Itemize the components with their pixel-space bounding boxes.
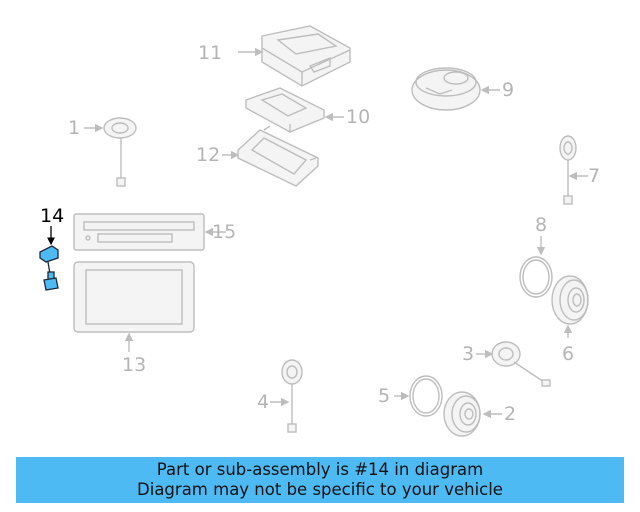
part-12-tray[interactable] [222,125,319,187]
part-15-radio[interactable] [73,213,226,251]
part-5-gasket[interactable] [394,375,443,417]
callout-14: 14 [40,205,65,227]
part-9-subwoofer[interactable] [411,67,500,111]
banner-line-2: Diagram may not be specific to your vehi… [137,480,503,499]
part-10-bracket[interactable] [245,87,344,133]
callout-11: 11 [198,42,223,64]
callout-5: 5 [378,385,391,407]
info-banner: Part or sub-assembly is #14 in diagram D… [16,457,624,503]
callout-12: 12 [196,144,221,166]
part-11-module[interactable] [238,25,351,87]
part-14-harness[interactable] [39,226,59,291]
part-4-tweeter[interactable] [270,359,303,433]
part-13-display[interactable] [73,261,195,352]
callout-7: 7 [588,165,601,187]
callout-15: 15 [212,221,237,243]
callout-2: 2 [504,403,517,425]
callout-1: 1 [68,117,81,139]
callout-10: 10 [346,106,371,128]
callout-8: 8 [535,214,548,236]
callout-9: 9 [502,79,515,101]
part-8-gasket[interactable] [519,236,553,298]
part-3-speaker[interactable] [476,341,551,387]
callout-13: 13 [122,354,147,376]
banner-line-1: Part or sub-assembly is #14 in diagram [156,460,484,479]
part-2-speaker[interactable] [443,391,502,437]
callout-4: 4 [257,391,270,413]
part-7-tweeter[interactable] [559,135,588,205]
part-6-speaker[interactable] [551,275,589,338]
callout-3: 3 [462,343,475,365]
part-1-tweeter[interactable] [84,117,137,187]
callout-6: 6 [562,343,575,365]
